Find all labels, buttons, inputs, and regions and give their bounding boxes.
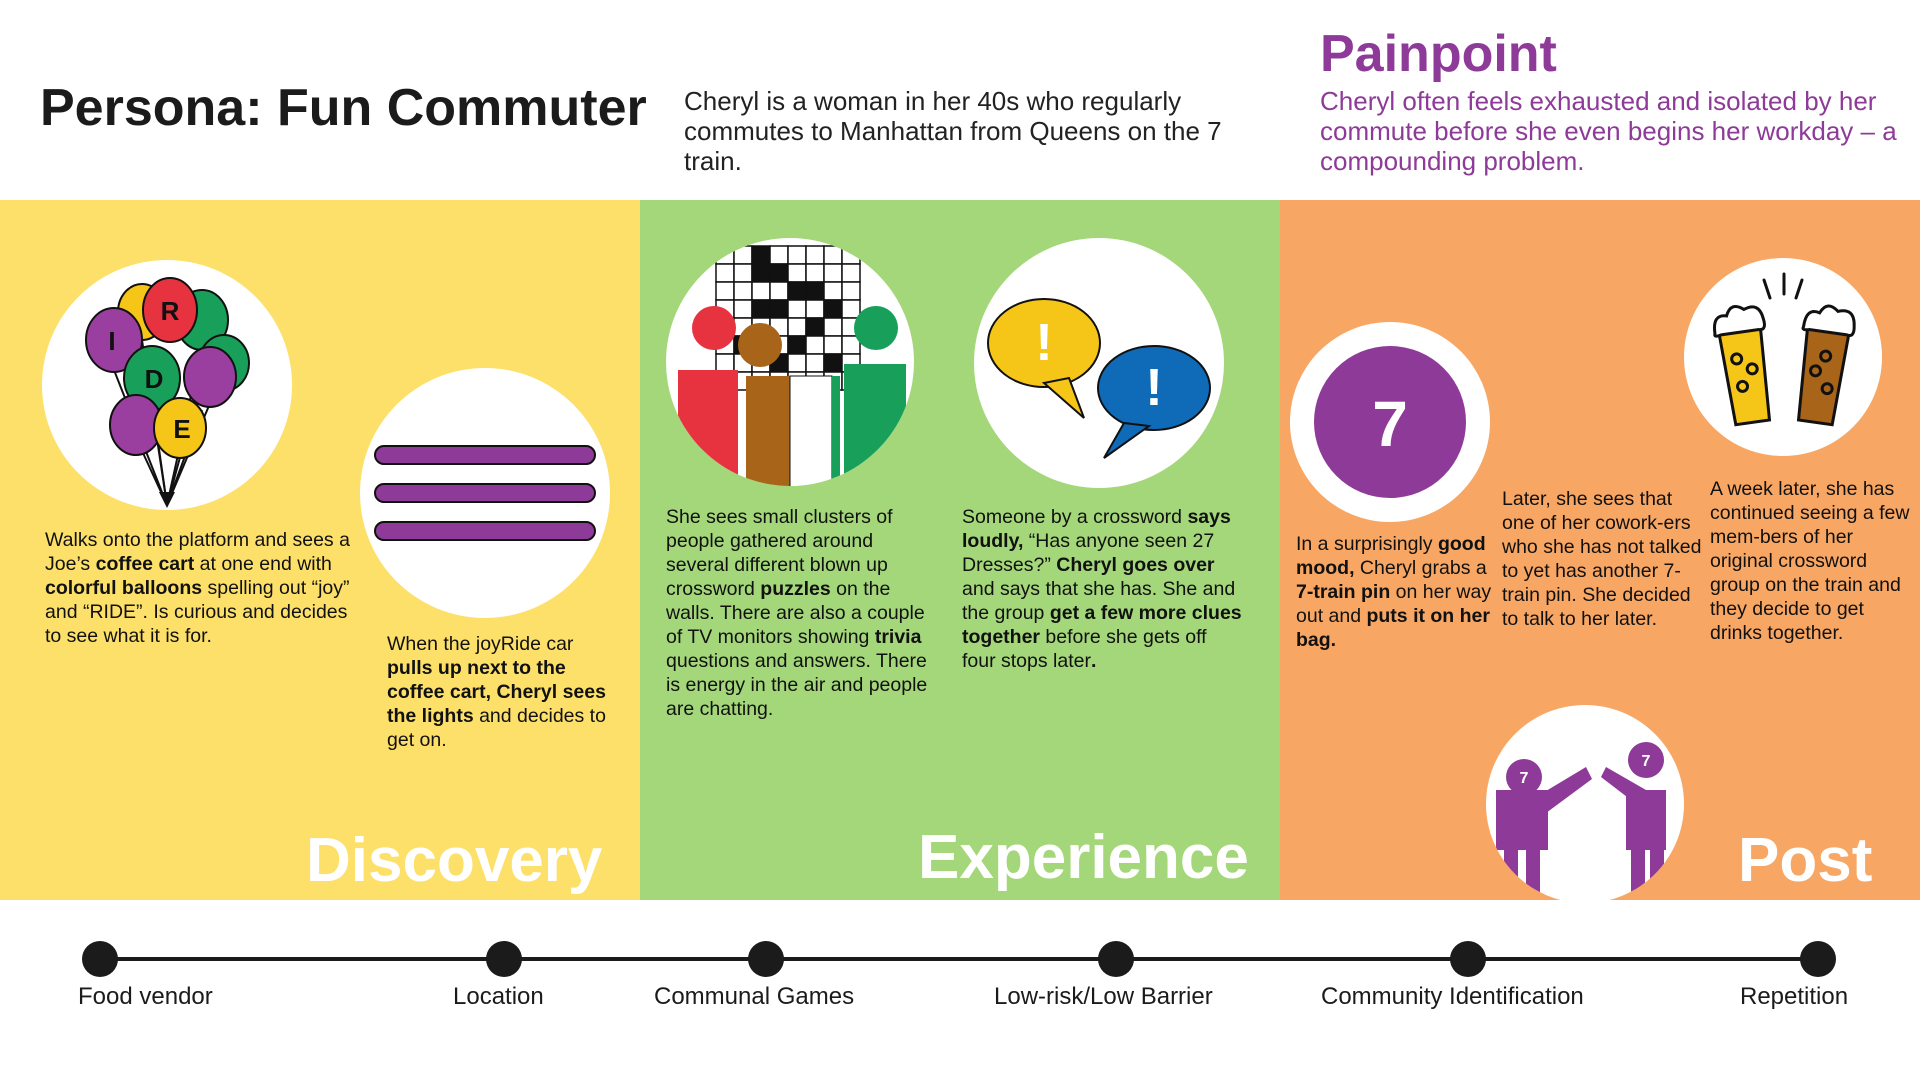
step-pin-text: In a surprisingly good mood, Cheryl grab… <box>1296 532 1496 652</box>
timeline-dot <box>1450 941 1486 977</box>
left-pin-number: 7 <box>1520 770 1529 787</box>
text-run: pulls up next to the coffee cart, Cheryl… <box>387 657 606 727</box>
text-run: puts it on her bag. <box>1296 605 1490 651</box>
timeline-dot <box>1098 941 1134 977</box>
crossword-people-icon <box>666 238 914 486</box>
text-run: before she gets off four stops later <box>962 626 1207 672</box>
text-run: Later, she sees that one of her cowork-e… <box>1502 488 1702 630</box>
timeline-dot <box>1800 941 1836 977</box>
timeline-label: Low-risk/Low Barrier <box>994 983 1213 1010</box>
painpoint-title: Painpoint <box>1320 25 1557 83</box>
lights-icon <box>360 368 610 618</box>
balloon-letter-i: I <box>108 326 115 356</box>
text-run: on the walls. There are also a couple of… <box>666 578 925 648</box>
text-run: and decides to get on. <box>387 705 606 751</box>
stage-label-discovery: Discovery <box>306 826 603 895</box>
balloon-letter-d: D <box>145 364 164 394</box>
text-run: at one end with <box>194 553 332 575</box>
right-pin-number: 7 <box>1642 753 1651 770</box>
timeline-dot <box>82 941 118 977</box>
text-run: coffee cart <box>95 553 195 575</box>
text-run: and says that she has. She and the group <box>962 578 1236 624</box>
step-clusters-text: She sees small clusters of people gather… <box>666 505 928 721</box>
text-run: “Has anyone seen 27 Dresses?” <box>962 530 1215 576</box>
exclamation-icon: ! <box>1145 359 1162 417</box>
train-pin-icon: 7 <box>1290 322 1490 522</box>
exclamation-icon: ! <box>1035 314 1052 372</box>
text-run: A week later, she has continued seeing a… <box>1710 478 1910 644</box>
balloon-letter-e: E <box>173 414 190 444</box>
painpoint-text: Cheryl often feels exhausted and isolate… <box>1320 86 1897 176</box>
text-run: good mood, <box>1296 533 1486 579</box>
timeline-label: Location <box>453 983 544 1010</box>
text-run: says loudly, <box>962 506 1231 552</box>
balloons-icon: R I D E <box>42 260 292 510</box>
text-run: . <box>1090 650 1097 672</box>
timeline-label: Community Identification <box>1321 983 1584 1010</box>
text-run: colorful balloons <box>45 577 203 599</box>
text-run: Someone by a crossword <box>962 506 1188 528</box>
step-joyride-text: When the joyRide car pulls up next to th… <box>387 632 609 752</box>
beer-cheers-icon <box>1684 258 1882 456</box>
timeline-dot <box>486 941 522 977</box>
timeline-line <box>100 957 1818 961</box>
timeline-label: Food vendor <box>78 983 213 1010</box>
speech-bubbles-icon: ! ! <box>974 238 1224 488</box>
text-run: 7-train pin <box>1296 581 1391 603</box>
stage-label-post: Post <box>1738 826 1873 895</box>
text-run: puzzles <box>760 578 831 600</box>
step-coworker-text: Later, she sees that one of her cowork-e… <box>1502 487 1702 631</box>
step-platform-text: Walks onto the platform and sees a Joe’s… <box>45 528 355 648</box>
step-week-later-text: A week later, she has continued seeing a… <box>1710 477 1910 645</box>
stage-label-experience: Experience <box>918 823 1249 892</box>
text-run: Cheryl grabs a <box>1354 557 1487 579</box>
text-run: She sees small clusters of people gather… <box>666 506 893 600</box>
people-pins-icon: 7 7 <box>1486 705 1684 903</box>
text-run: Cheryl goes over <box>1056 554 1215 576</box>
text-run: trivia <box>874 626 922 648</box>
timeline-dot <box>748 941 784 977</box>
persona-intro: Cheryl is a woman in her 40s who regular… <box>684 86 1222 176</box>
text-run: get a few more clues together <box>962 602 1242 648</box>
balloon-letter-r: R <box>161 296 180 326</box>
text-run: questions and answers. There is energy i… <box>666 650 928 720</box>
timeline-label: Communal Games <box>654 983 855 1010</box>
pin-number: 7 <box>1372 388 1408 460</box>
step-crossword-text: Someone by a crossword says loudly, “Has… <box>962 505 1244 673</box>
page-title: Persona: Fun Commuter <box>40 79 647 137</box>
text-run: When the joyRide car <box>387 633 574 655</box>
timeline-label: Repetition <box>1740 983 1849 1010</box>
text-run: on her way out and <box>1296 581 1492 627</box>
text-run: spelling out “joy” and “RIDE”. Is curiou… <box>45 577 350 647</box>
text-run: In a surprisingly <box>1296 533 1438 555</box>
text-run: Walks onto the platform and sees a Joe’s <box>45 529 350 575</box>
